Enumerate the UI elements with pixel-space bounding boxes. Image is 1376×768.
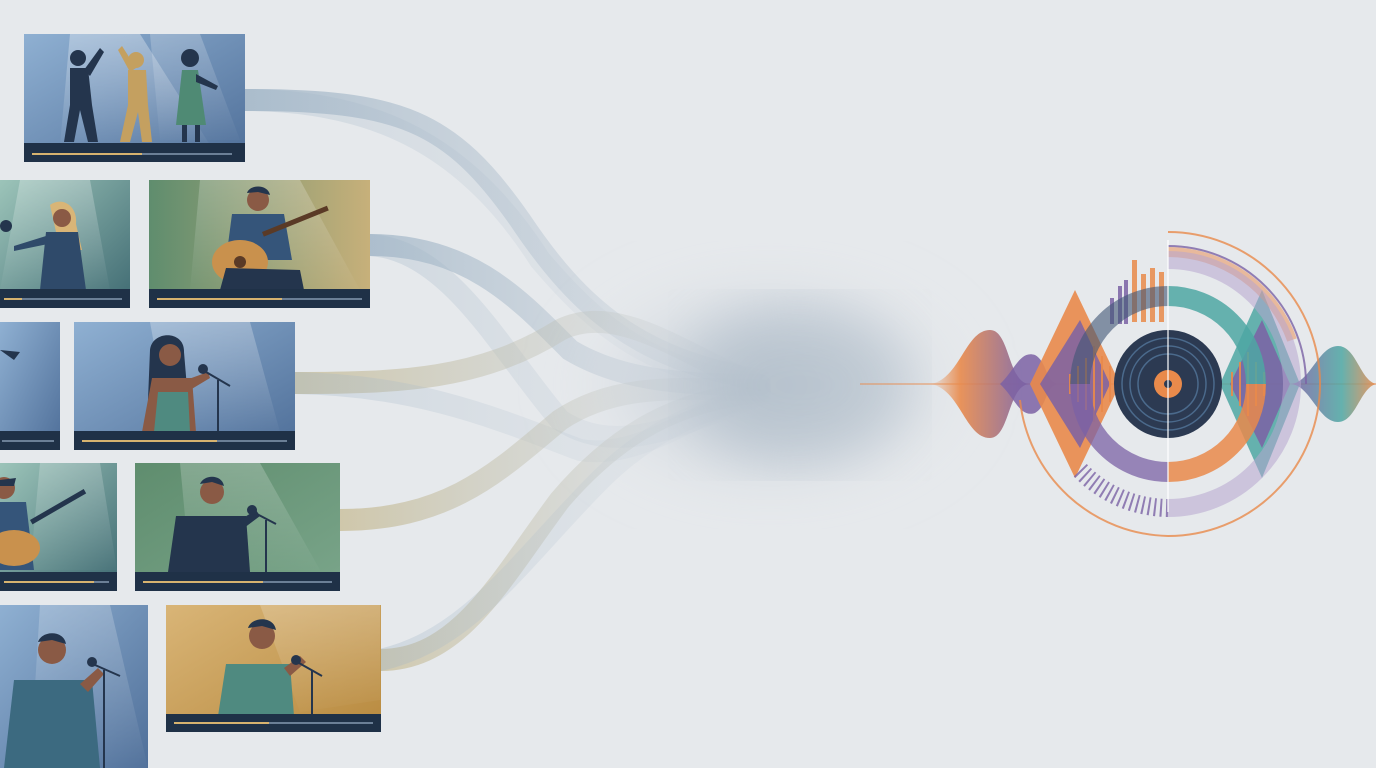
vocalist-silhouette xyxy=(142,335,210,432)
microphone-icon xyxy=(87,657,121,768)
video-card-edge-clip[interactable] xyxy=(0,322,60,450)
progress-bar-track xyxy=(24,143,245,162)
microphone-icon xyxy=(0,220,12,232)
vocalist-silhouette xyxy=(4,633,104,768)
progress-bar-fill xyxy=(4,298,22,300)
video-card-vocalist-blue[interactable] xyxy=(0,605,148,768)
dancer-silhouette xyxy=(118,46,152,142)
guitarist-silhouette xyxy=(0,477,87,570)
singer-silhouette xyxy=(14,201,86,290)
video-card-vocalist-gold[interactable] xyxy=(166,605,381,732)
video-card-singer-blonde[interactable] xyxy=(0,180,130,308)
video-card-dancers[interactable] xyxy=(24,34,245,162)
guitarist-silhouette xyxy=(212,186,329,290)
microphone-icon xyxy=(198,364,231,432)
video-card-female-vocalist[interactable] xyxy=(74,322,295,450)
microphone-icon xyxy=(247,505,277,572)
progress-bar-fill xyxy=(32,153,142,155)
progress-bar-fill xyxy=(4,581,94,583)
video-card-guitarist[interactable] xyxy=(149,180,370,308)
merge-core xyxy=(690,305,910,465)
vocalist-silhouette xyxy=(168,476,260,572)
video-card-guitarist-edge[interactable] xyxy=(0,463,117,591)
microphone-icon xyxy=(291,655,323,716)
video-card-male-vocalist[interactable] xyxy=(135,463,340,591)
dancer-silhouette xyxy=(64,48,104,142)
progress-bar-fill xyxy=(143,581,263,583)
progress-bar-fill xyxy=(157,298,282,300)
progress-bar-fill xyxy=(82,440,217,442)
progress-bar-fill xyxy=(174,722,269,724)
vinyl-record-icon xyxy=(1019,231,1321,537)
dancer-silhouette xyxy=(176,49,218,142)
guitar-head-icon xyxy=(0,350,20,360)
